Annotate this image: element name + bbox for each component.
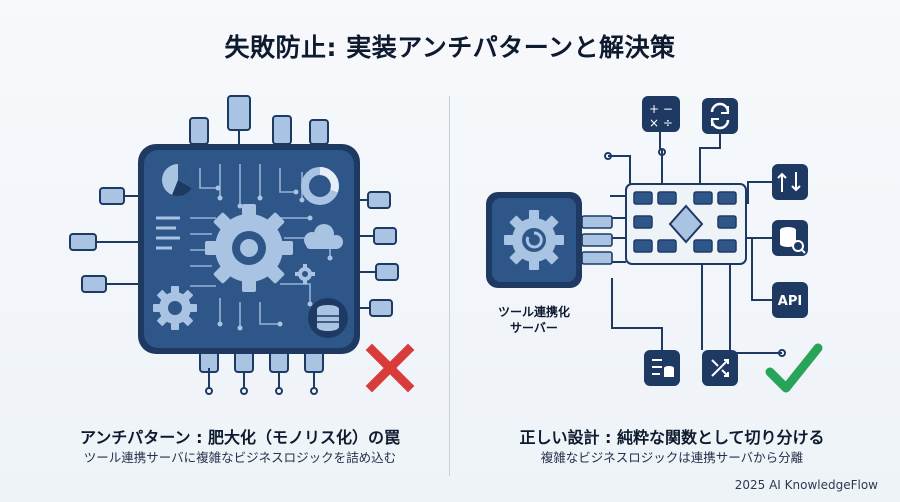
central-hub [625,183,747,265]
page-title: 失敗防止: 実装アンチパターンと解決策 [224,33,676,62]
server-label-line2: サーバー [510,321,558,335]
copyright-footer: 2025 AI KnowledgeFlow [734,478,878,492]
cloud-icon [304,224,343,249]
antipattern-description: ツール連携サーバに複雑なビジネスロジックを詰め込む [83,450,397,465]
api-label: API [778,294,802,309]
pie-chart-icon [162,163,195,197]
correct-design-heading: 正しい設計 : 純粋な関数として切り分ける [519,428,825,447]
antipattern-heading: アンチパターン : 肥大化（モノリス化）の罠 [79,428,401,447]
decoupled-architecture-illustration: ツール連携化 サーバー + − × ÷ [486,96,823,393]
antipattern-panel [40,88,440,408]
transform-function-icon [702,350,738,386]
wrong-x-icon [365,343,415,393]
database-icon [308,298,348,338]
database-search-icon [772,220,808,256]
panel-divider [449,96,450,476]
tool-server-icon [486,192,582,288]
svg-text:× ÷: × ÷ [649,116,673,130]
left-gear-icon [153,286,197,330]
center-gear-icon [205,204,293,292]
correct-design-panel: ツール連携化 サーバー + − × ÷ [462,88,882,408]
document-db-icon [644,350,680,386]
sort-function-icon [772,164,808,200]
svg-text:+ −: + − [649,102,673,116]
api-function-icon: API [772,282,808,318]
sync-function-icon [702,98,738,134]
small-gear-icon [295,264,315,284]
list-lines-icon [156,216,180,250]
donut-chart-icon [301,167,339,205]
monolith-chip-illustration [69,95,415,395]
correct-check-icon [765,343,823,393]
math-function-icon: + − × ÷ [642,96,680,132]
server-label-line1: ツール連携化 [498,304,570,319]
correct-design-description: 複雑なビジネスロジックは連携サーバから分離 [540,450,804,465]
